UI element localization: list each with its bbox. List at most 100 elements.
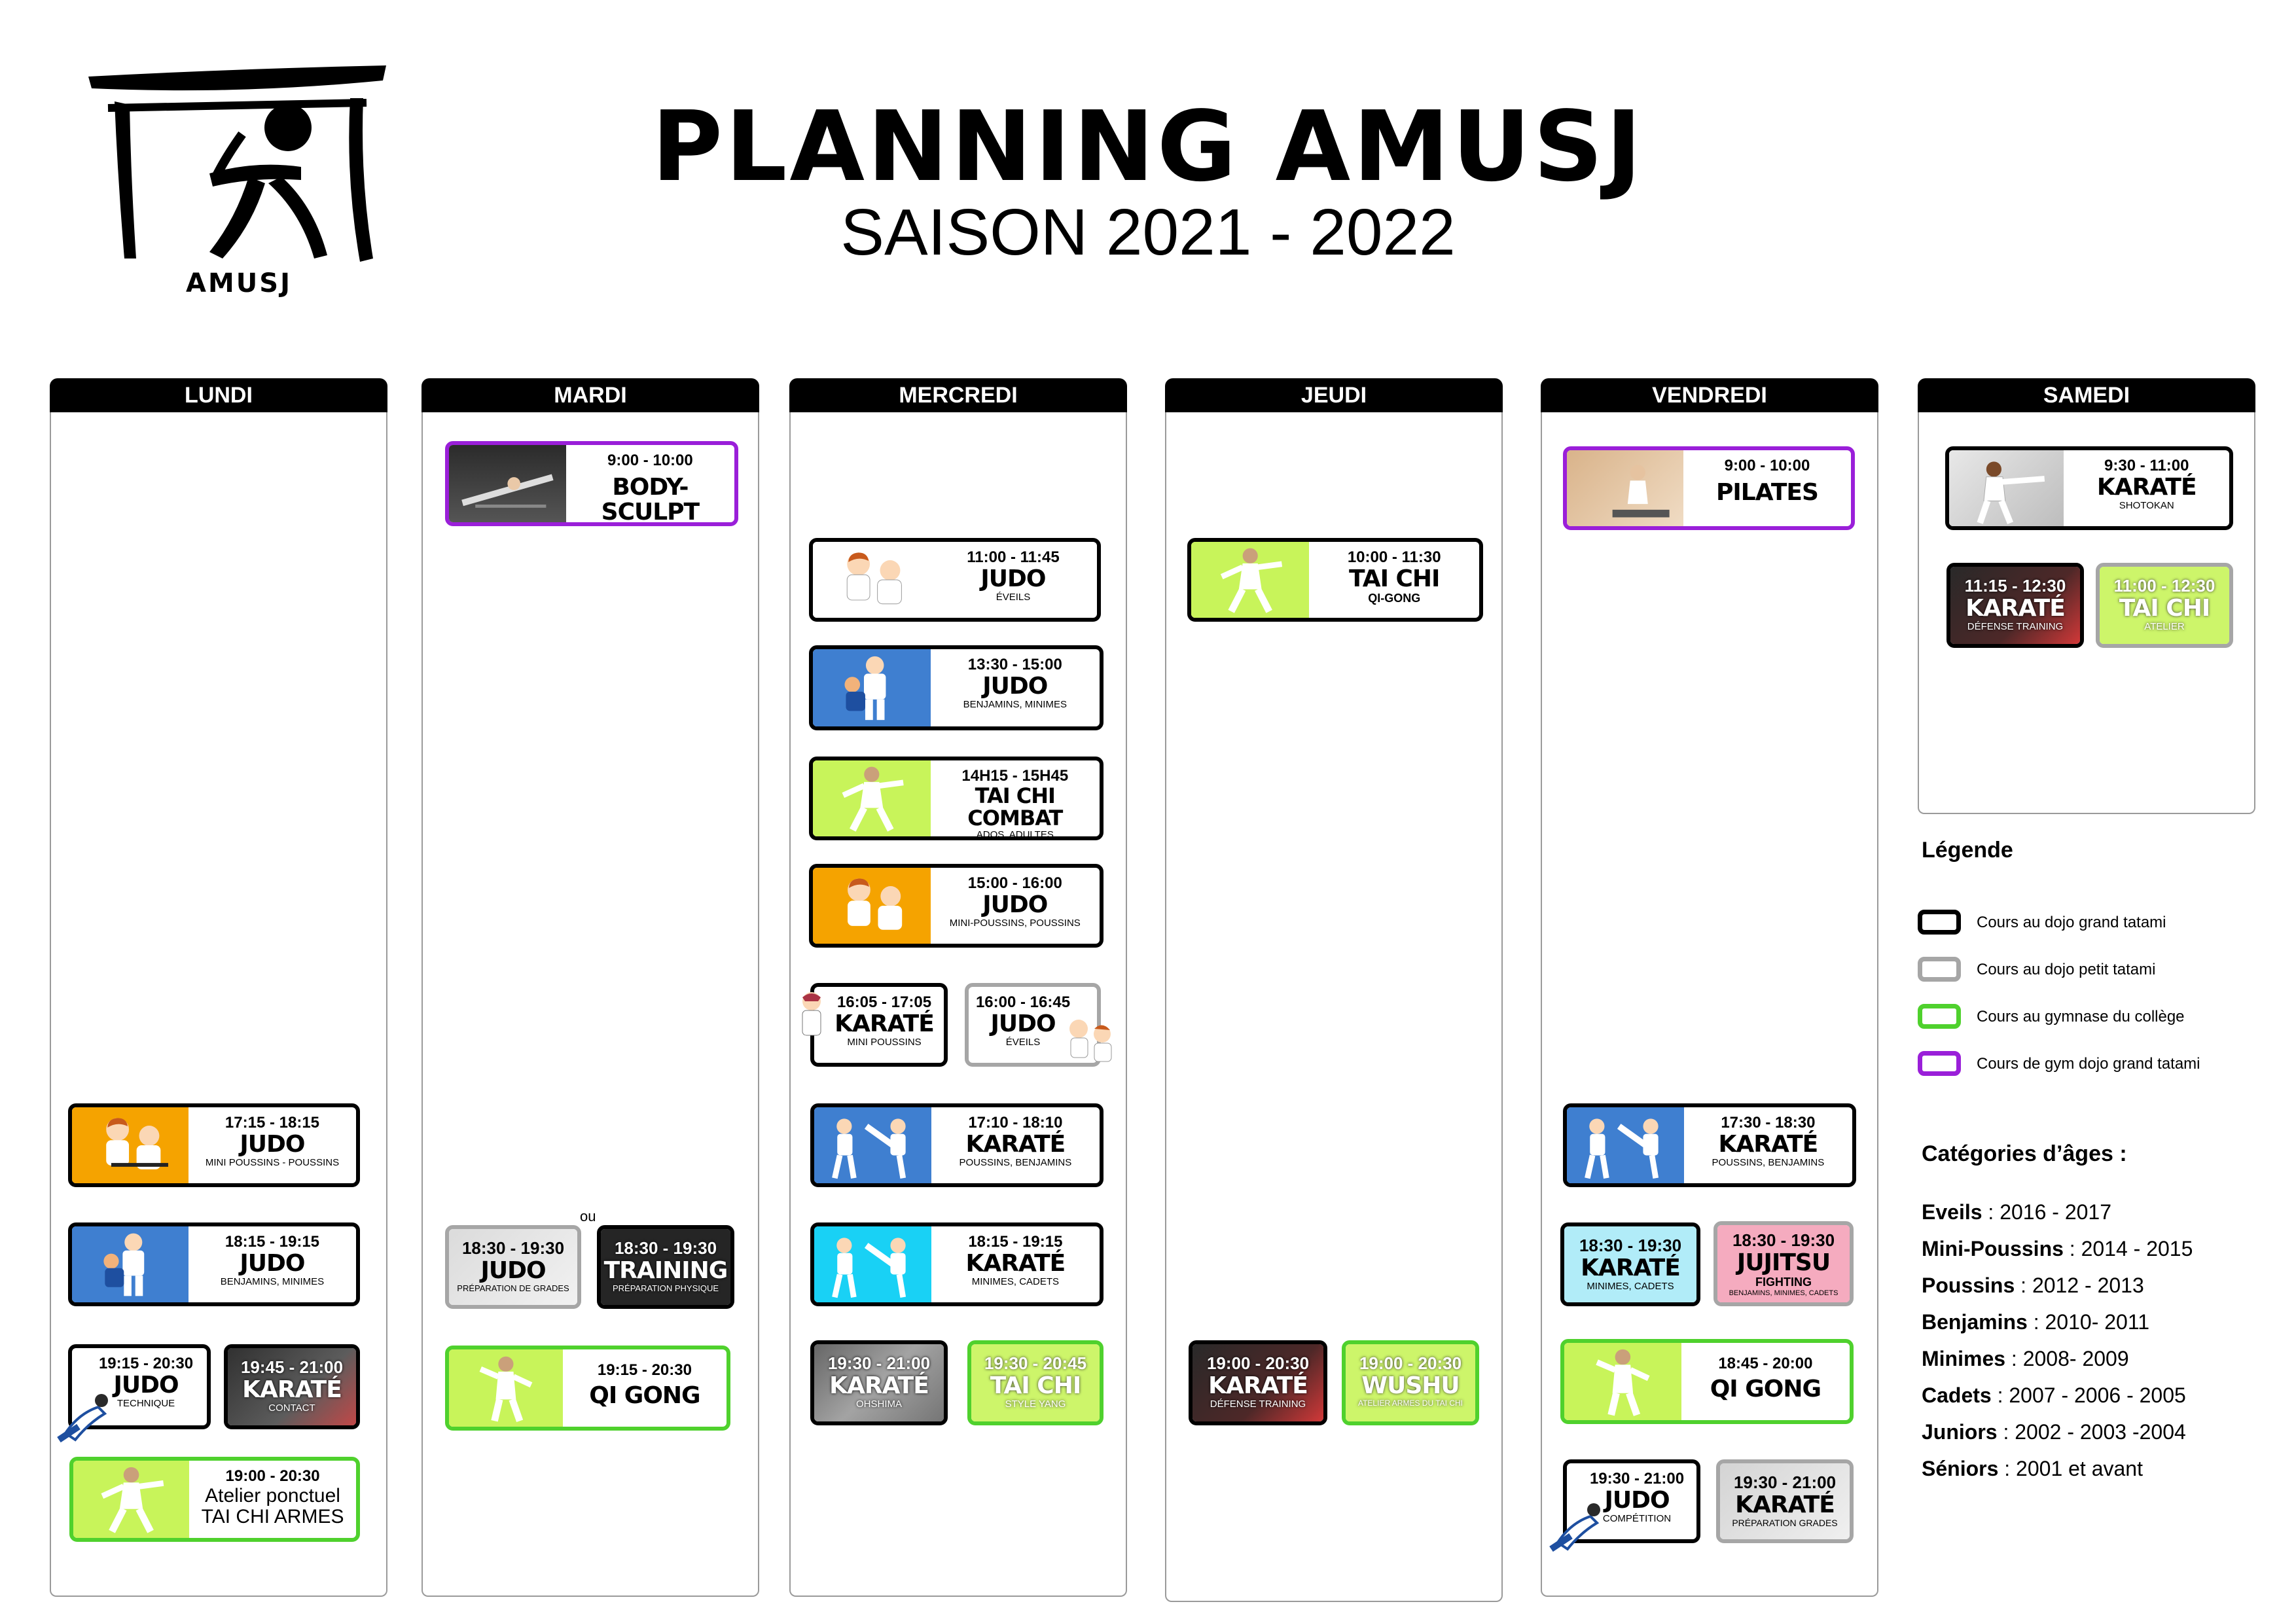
- class-info: 19:45 - 21:00 KARATÉ CONTACT: [228, 1348, 356, 1425]
- class-info: 19:30 - 21:00 KARATÉ PRÉPARATION GRADES: [1720, 1463, 1850, 1539]
- tai-chi-icon: [1191, 542, 1310, 618]
- class-name: KARATÉ: [1581, 1255, 1681, 1281]
- class-time: 14H15 - 15H45: [961, 767, 1069, 785]
- class-time: 19:00 - 20:30: [1206, 1353, 1310, 1373]
- class-info: 19:00 - 20:30 KARATÉ DÉFENSE TRAINING: [1193, 1344, 1323, 1421]
- class-card-tai-chi-armes[interactable]: 19:00 - 20:30 Atelier ponctuel TAI CHI A…: [69, 1457, 360, 1542]
- class-audience: MINIMES, CADETS: [971, 1275, 1060, 1287]
- class-audience: BENJAMINS, MINIMES: [963, 698, 1067, 710]
- class-name: JUDO: [1604, 1487, 1670, 1514]
- class-name: JUDO: [990, 1010, 1056, 1037]
- class-card-karate-mini[interactable]: 16:05 - 17:05 KARATÉ MINI POUSSINS: [810, 983, 948, 1067]
- class-audience: STYLE YANG: [1005, 1398, 1066, 1410]
- class-name: KARATÉ: [965, 1250, 1066, 1277]
- class-audience: PRÉPARATION PHYSIQUE: [612, 1283, 719, 1293]
- class-card-body-sculpt[interactable]: 9:00 - 10:00 BODY-SCULPT: [445, 441, 738, 526]
- class-card-judo-eveils[interactable]: 11:00 - 11:45 JUDO ÉVEILS: [809, 538, 1101, 622]
- class-card-karate[interactable]: 18:15 - 19:15 KARATÉ MINIMES, CADETS: [810, 1222, 1103, 1306]
- class-card-judo[interactable]: 15:00 - 16:00 JUDO MINI-POUSSINS, POUSSI…: [809, 864, 1103, 948]
- pilates-photo: [1567, 450, 1683, 526]
- class-info: 19:00 - 20:30 WUSHU ATELIER ARMES DU TAI…: [1346, 1344, 1475, 1421]
- class-info: 17:10 - 18:10 KARATÉ POUSSINS, BENJAMINS: [931, 1107, 1100, 1183]
- day-header-jeudi: JEUDI: [1165, 378, 1503, 412]
- class-card-karate-cadets[interactable]: 18:30 - 19:30 KARATÉ MINIMES, CADETS: [1560, 1222, 1700, 1306]
- class-card-wushu[interactable]: 19:00 - 20:30 WUSHU ATELIER ARMES DU TAI…: [1342, 1340, 1479, 1425]
- training-photo: [601, 1229, 730, 1305]
- class-card-judo[interactable]: 13:30 - 15:00 JUDO BENJAMINS, MINIMES: [809, 645, 1103, 730]
- class-card-karate-grades[interactable]: 19:30 - 21:00 KARATÉ PRÉPARATION GRADES: [1716, 1459, 1854, 1543]
- karate-kick-icon: [1567, 1107, 1684, 1183]
- tai-chi-icon: [73, 1461, 190, 1538]
- tai-chi-photo: [971, 1344, 1100, 1421]
- class-time: 19:00 - 20:30: [225, 1467, 320, 1485]
- class-info: 17:15 - 18:15 JUDO MINI POUSSINS - POUSS…: [188, 1107, 356, 1183]
- torii-figure-icon: [88, 65, 386, 262]
- class-card-tai-chi-yang[interactable]: 19:30 - 20:45 TAI CHI STYLE YANG: [967, 1340, 1103, 1425]
- class-name: JUDO: [113, 1372, 179, 1399]
- age-row: Juniors : 2002 - 2003 -2004: [1922, 1420, 2186, 1444]
- class-card-karate[interactable]: 17:10 - 18:10 KARATÉ POUSSINS, BENJAMINS: [810, 1103, 1103, 1187]
- karate-kid-icon: [797, 992, 827, 1058]
- class-audience: QI-GONG: [1368, 591, 1421, 605]
- class-card-karate[interactable]: 17:30 - 18:30 KARATÉ POUSSINS, BENJAMINS: [1563, 1103, 1856, 1187]
- logo-text: AMUSJ: [186, 268, 292, 298]
- class-name: KARATÉ: [834, 1010, 935, 1037]
- class-card-karate-shotokan[interactable]: 9:30 - 11:00 KARATÉ SHOTOKAN: [1945, 446, 2233, 530]
- class-card-judo[interactable]: 17:15 - 18:15 JUDO MINI POUSSINS - POUSS…: [68, 1103, 360, 1187]
- class-name: JUDO: [240, 1131, 305, 1158]
- class-time: 18:30 - 19:30: [461, 1238, 565, 1258]
- judo-kids-icon: [813, 542, 929, 618]
- legend-swatch-grand-tatami: [1918, 910, 1961, 935]
- karate-kids-photo: [1564, 1226, 1696, 1302]
- age-years: : 2016 - 2017: [1982, 1200, 2111, 1224]
- class-time: 19:30 - 21:00: [1733, 1472, 1837, 1492]
- class-name: TRAINING: [603, 1257, 728, 1284]
- class-card-judo[interactable]: 18:15 - 19:15 JUDO BENJAMINS, MINIMES: [68, 1222, 360, 1306]
- class-audience: ADOS, ADULTES: [976, 829, 1054, 840]
- class-time: 19:30 - 21:00: [1589, 1470, 1685, 1488]
- class-card-tai-chi-combat[interactable]: 14H15 - 15H45 TAI CHI COMBAT ADOS, ADULT…: [809, 757, 1103, 840]
- page-subtitle: SAISON 2021 - 2022: [840, 196, 1456, 269]
- class-card-judo-grades[interactable]: 18:30 - 19:30 JUDO PRÉPARATION DE GRADES: [445, 1225, 581, 1309]
- qi-gong-icon: [1564, 1343, 1681, 1420]
- class-audience: PRÉPARATION GRADES: [1732, 1517, 1838, 1528]
- karate-contact-photo: [228, 1348, 356, 1425]
- class-card-pilates[interactable]: 9:00 - 10:00 PILATES: [1563, 446, 1855, 530]
- class-time: 16:05 - 17:05: [836, 993, 932, 1011]
- class-audience: ÉVEILS: [1005, 1036, 1041, 1048]
- class-time: 11:00 - 12:30: [2113, 576, 2215, 596]
- class-info: 9:00 - 10:00 BODY-SCULPT: [566, 445, 734, 522]
- class-name: KARATÉ: [1735, 1491, 1835, 1518]
- page-title: PLANNING AMUSJ: [651, 90, 1645, 203]
- class-audience: SHOTOKAN: [2119, 499, 2174, 511]
- jujitsu-photo: [1717, 1225, 1850, 1302]
- tai-chi-photo: [2100, 567, 2229, 644]
- age-category: Cadets: [1922, 1383, 1992, 1407]
- day-header-mercredi: MERCREDI: [789, 378, 1127, 412]
- class-info: 18:30 - 19:30 TRAINING PRÉPARATION PHYSI…: [601, 1229, 730, 1305]
- class-name: BODY-SCULPT: [601, 474, 700, 526]
- class-card-karate-ohshima[interactable]: 19:30 - 21:00 KARATÉ OHSHIMA: [810, 1340, 948, 1425]
- class-name: KARATÉ: [829, 1372, 929, 1399]
- class-card-jujitsu[interactable]: 18:30 - 19:30 JUJITSU FIGHTING BENJAMINS…: [1713, 1221, 1854, 1306]
- class-name: PILATES: [1716, 479, 1819, 506]
- class-card-karate-defense[interactable]: 19:00 - 20:30 KARATÉ DÉFENSE TRAINING: [1189, 1340, 1327, 1425]
- age-years: : 2001 et avant: [1998, 1457, 2143, 1480]
- class-time: 19:15 - 20:30: [597, 1361, 692, 1379]
- class-card-tai-chi[interactable]: 10:00 - 11:30 TAI CHI QI-GONG: [1187, 538, 1483, 622]
- class-card-qi-gong[interactable]: 19:15 - 20:30 QI GONG: [445, 1346, 730, 1431]
- class-card-tai-chi-atelier[interactable]: 11:00 - 12:30 TAI CHI ATELIER: [2096, 563, 2233, 648]
- age-years: : 2014 - 2015: [2063, 1237, 2193, 1260]
- class-time: 15:00 - 16:00: [967, 874, 1062, 892]
- class-card-training[interactable]: 18:30 - 19:30 TRAINING PRÉPARATION PHYSI…: [597, 1225, 734, 1309]
- class-name: Atelier ponctuel: [205, 1485, 340, 1507]
- class-info: 18:15 - 19:15 JUDO BENJAMINS, MINIMES: [188, 1226, 356, 1302]
- class-time: 18:30 - 19:30: [614, 1238, 717, 1258]
- class-card-karate-defense[interactable]: 11:15 - 12:30 KARATÉ DÉFENSE TRAINING: [1946, 563, 2084, 648]
- class-card-qi-gong[interactable]: 18:45 - 20:00 QI GONG: [1560, 1339, 1854, 1424]
- class-info: 19:30 - 21:00 KARATÉ OHSHIMA: [814, 1344, 944, 1421]
- wushu-photo: [1346, 1344, 1475, 1421]
- class-name: TAI CHI: [990, 1372, 1082, 1399]
- class-info: 18:30 - 19:30 JUDO PRÉPARATION DE GRADES: [449, 1229, 577, 1305]
- class-card-karate-contact[interactable]: 19:45 - 21:00 KARATÉ CONTACT: [224, 1344, 360, 1429]
